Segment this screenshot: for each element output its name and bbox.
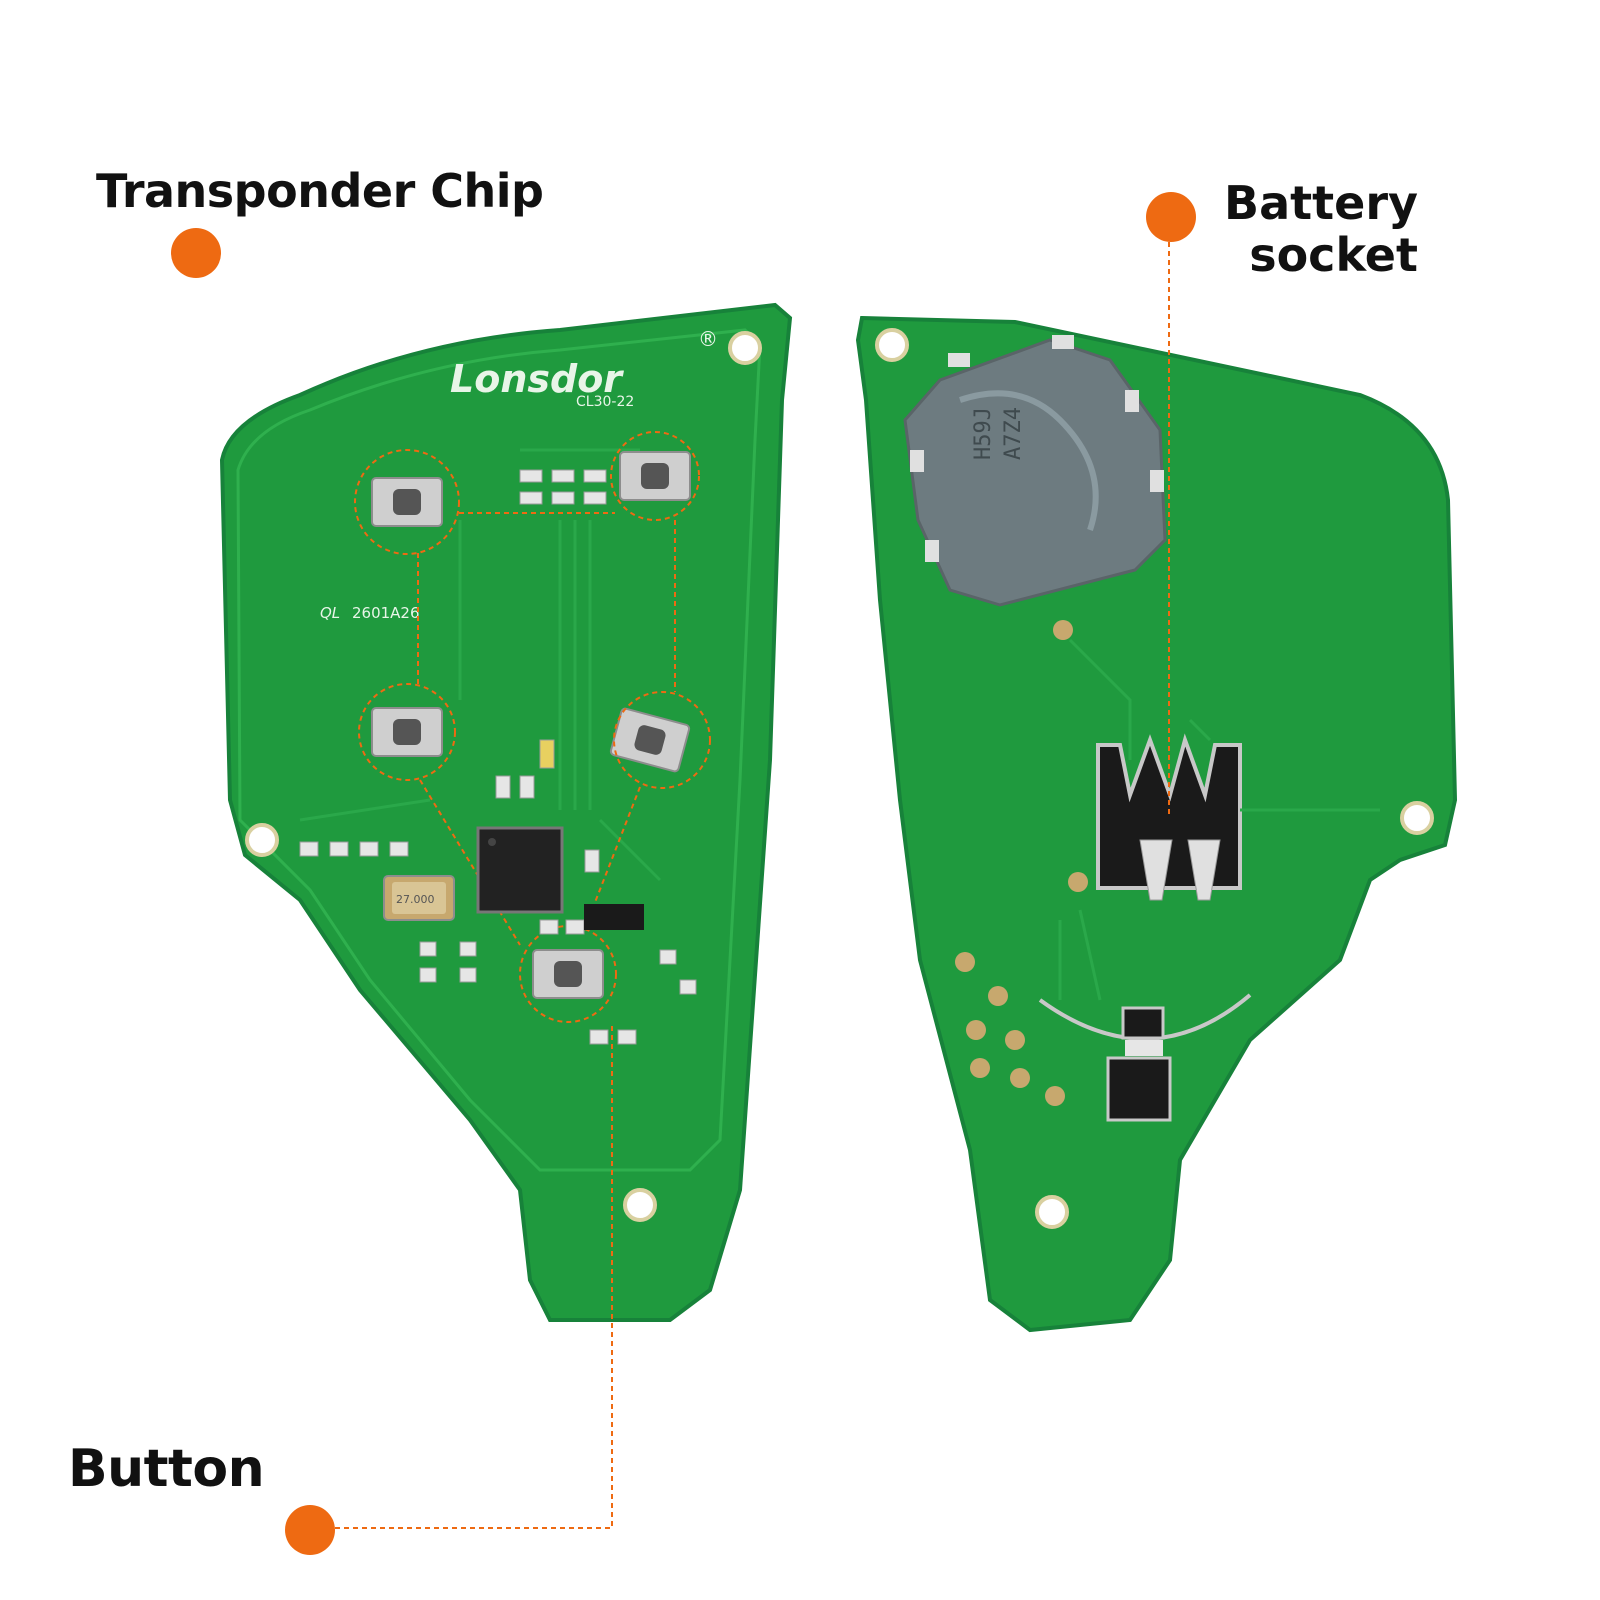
button-marker-dot	[285, 1505, 335, 1555]
back-traces	[1058, 638, 1380, 1001]
back-mount-hole	[1035, 1195, 1069, 1229]
back-mount-hole	[1400, 801, 1434, 835]
test-pads	[955, 620, 1088, 1106]
status-led	[539, 739, 555, 769]
tactile-button	[609, 707, 691, 773]
transponder-ic	[476, 826, 564, 914]
back-mount-hole	[875, 328, 909, 362]
registered-mark: ®	[698, 327, 718, 351]
front-pcb-inner-trace	[236, 328, 762, 1172]
front-pcb-outline	[219, 302, 793, 1322]
serial-prefix: QL	[320, 604, 340, 622]
crystal-oscillator: 27.000	[383, 875, 455, 921]
front-mount-hole	[245, 823, 279, 857]
smd-chip	[584, 904, 644, 930]
smd-components	[299, 469, 697, 1045]
tactile-button	[619, 451, 691, 501]
tactile-button	[371, 707, 443, 757]
brand-logo: Lonsdor	[450, 357, 624, 401]
battery-socket-marker-dot	[1146, 192, 1196, 242]
transponder-chip-marker-dot	[171, 228, 221, 278]
coil-component: A7Z4 H59J	[903, 335, 1167, 607]
battery-label-line2: socket	[1249, 227, 1418, 282]
model-text: CL30-22	[576, 394, 634, 410]
coil-marking-1: A7Z4	[1001, 407, 1026, 460]
battery-negative-contact	[1038, 993, 1252, 1122]
coil-marking-2: H59J	[971, 407, 996, 460]
front-mount-hole	[623, 1188, 657, 1222]
serial-text: 2601A26	[352, 604, 420, 622]
front-mount-hole	[728, 331, 762, 365]
crystal-marking: 27.000	[396, 893, 435, 906]
back-pcb: A7Z4 H59J	[855, 242, 1458, 1333]
transponder-chip-label: Transponder Chip	[96, 164, 544, 218]
tactile-button	[532, 949, 604, 999]
button-callout-line	[335, 1026, 613, 1529]
battery-socket-label: Battery socket	[1218, 176, 1418, 282]
button-label: Button	[68, 1439, 265, 1499]
battery-label-line1: Battery	[1224, 176, 1418, 230]
front-pcb: Lonsdor ® CL30-22 QL 2601A26	[219, 302, 793, 1322]
tactile-button	[371, 477, 443, 527]
front-traces	[299, 448, 662, 882]
